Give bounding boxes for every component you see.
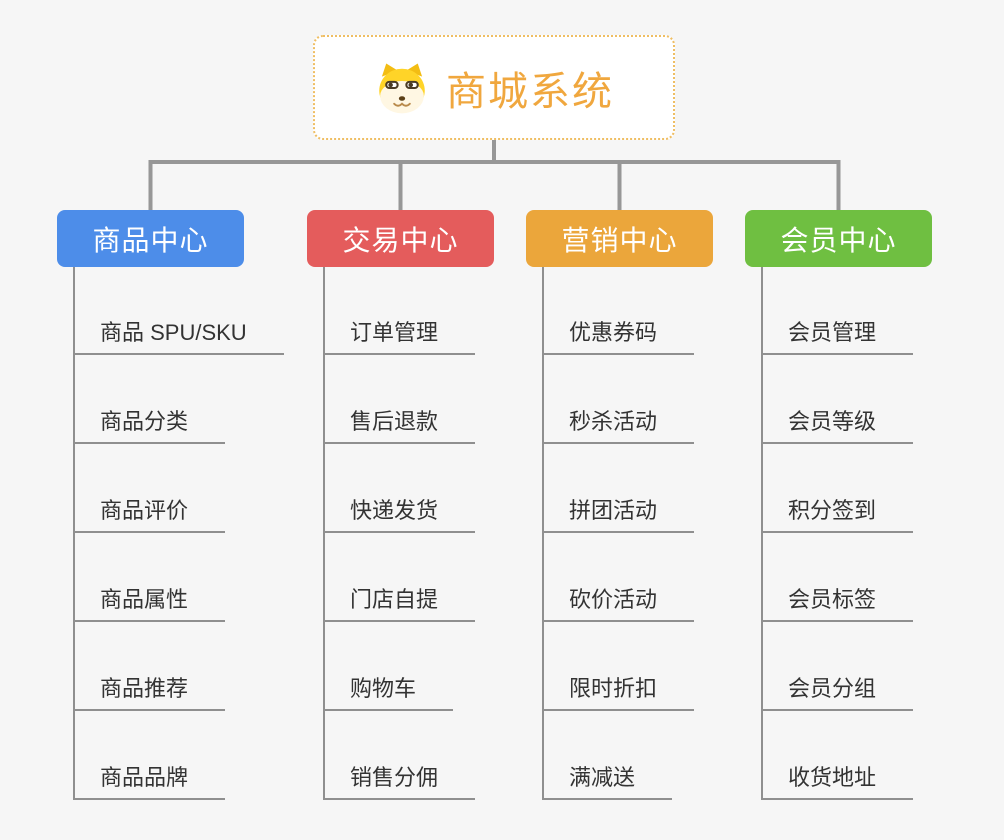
branch-children: 商品 SPU/SKU 商品分类 商品评价 商品属性 商品推荐 商品品牌 <box>73 267 284 800</box>
subtopic[interactable]: 商品 SPU/SKU <box>75 267 284 355</box>
subtopic[interactable]: 会员标签 <box>763 533 914 622</box>
subtopic[interactable]: 商品属性 <box>75 533 226 622</box>
branch-trade-center: 交易中心 订单管理 售后退款 快递发货 门店自提 购物车 销售分佣 <box>307 210 494 800</box>
subtopic[interactable]: 商品品牌 <box>75 711 226 800</box>
branch-node-marketing-center[interactable]: 营销中心 <box>526 210 713 267</box>
branch-product-center: 商品中心 商品 SPU/SKU 商品分类 商品评价 商品属性 商品推荐 商品品牌 <box>57 210 284 800</box>
subtopic[interactable]: 快递发货 <box>325 444 476 533</box>
subtopic[interactable]: 会员等级 <box>763 355 914 444</box>
subtopic[interactable]: 会员分组 <box>763 622 914 711</box>
subtopic[interactable]: 砍价活动 <box>544 533 695 622</box>
subtopic[interactable]: 销售分佣 <box>325 711 476 800</box>
subtopic[interactable]: 商品分类 <box>75 355 226 444</box>
subtopic[interactable]: 限时折扣 <box>544 622 695 711</box>
connector-path <box>148 140 841 210</box>
branch-node-trade-center[interactable]: 交易中心 <box>307 210 494 267</box>
branch-member-center: 会员中心 会员管理 会员等级 积分签到 会员标签 会员分组 收货地址 <box>745 210 932 800</box>
subtopic[interactable]: 拼团活动 <box>544 444 695 533</box>
subtopic[interactable]: 购物车 <box>325 622 454 711</box>
subtopic[interactable]: 商品推荐 <box>75 622 226 711</box>
branch-node-product-center[interactable]: 商品中心 <box>57 210 244 267</box>
dog-face-icon <box>374 62 430 114</box>
subtopic[interactable]: 售后退款 <box>325 355 476 444</box>
branch-children: 订单管理 售后退款 快递发货 门店自提 购物车 销售分佣 <box>323 267 494 800</box>
subtopic[interactable]: 优惠券码 <box>544 267 695 355</box>
branch-marketing-center: 营销中心 优惠券码 秒杀活动 拼团活动 砍价活动 限时折扣 满减送 <box>526 210 713 800</box>
root-topic[interactable]: 商城系统 <box>313 35 675 140</box>
subtopic[interactable]: 满减送 <box>544 711 673 800</box>
branch-children: 优惠券码 秒杀活动 拼团活动 砍价活动 限时折扣 满减送 <box>542 267 713 800</box>
subtopic[interactable]: 订单管理 <box>325 267 476 355</box>
subtopic[interactable]: 门店自提 <box>325 533 476 622</box>
branch-node-member-center[interactable]: 会员中心 <box>745 210 932 267</box>
subtopic[interactable]: 秒杀活动 <box>544 355 695 444</box>
branch-children: 会员管理 会员等级 积分签到 会员标签 会员分组 收货地址 <box>761 267 932 800</box>
root-topic-title: 商城系统 <box>446 69 614 114</box>
subtopic[interactable]: 收货地址 <box>763 711 914 800</box>
subtopic[interactable]: 商品评价 <box>75 444 226 533</box>
subtopic[interactable]: 会员管理 <box>763 267 914 355</box>
subtopic[interactable]: 积分签到 <box>763 444 914 533</box>
